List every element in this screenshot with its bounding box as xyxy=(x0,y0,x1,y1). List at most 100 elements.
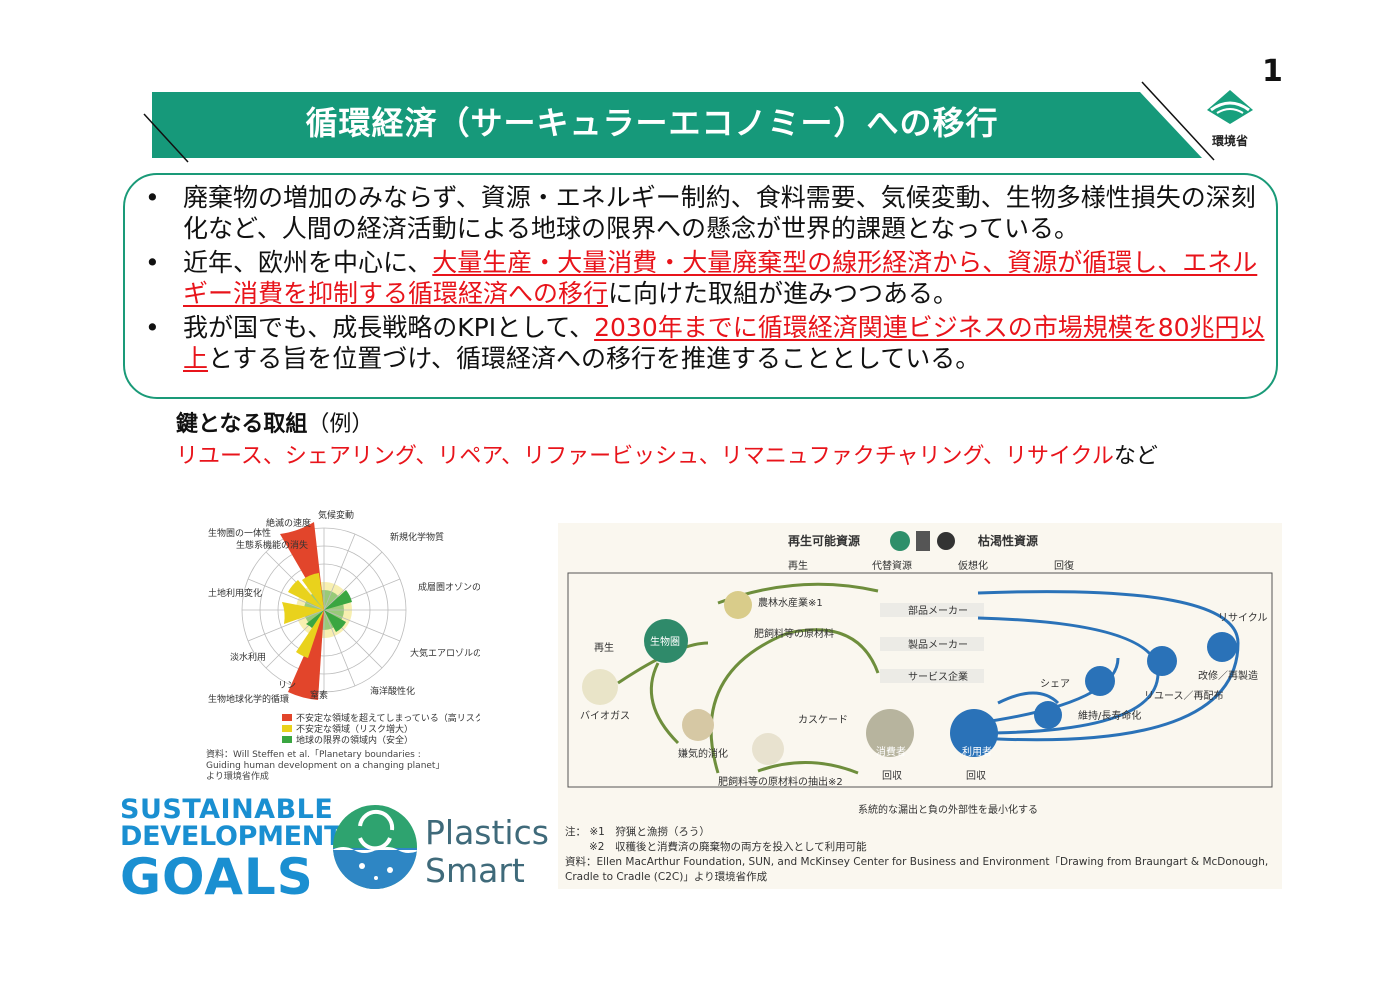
label-phosphorus: リン xyxy=(278,681,296,691)
renewable-icon xyxy=(890,531,910,551)
bullet-symbol: • xyxy=(145,183,160,212)
label-freshwater: 淡水利用 xyxy=(230,651,266,663)
regeneration-label: 再生 xyxy=(594,641,614,654)
cascade-label: カスケード xyxy=(798,714,848,726)
parts-maker-box xyxy=(880,603,984,617)
recycle-label: リサイクル xyxy=(1218,612,1268,624)
label-functional: 生態系機能の消失 xyxy=(236,539,308,551)
planetary-boundaries-figure: 気候変動 新規化学物質 成層圏オゾンの破壊 大気エアロゾルの負荷 海洋酸性化 窒… xyxy=(208,509,480,746)
bullet-text: 我が国でも、成長戦略のKPIとして、 xyxy=(183,313,595,342)
boundary-rose xyxy=(241,522,407,700)
note-label: 注： xyxy=(565,826,586,838)
wedge-land xyxy=(282,602,324,624)
sdg-line3: GOALS xyxy=(120,848,314,906)
sdg-line1: SUSTAINABLE xyxy=(120,794,334,825)
biosphere-icon xyxy=(644,619,688,663)
ministry-logo: 環境省 xyxy=(1195,88,1265,152)
label-genetic: 絶滅の速度 xyxy=(266,517,311,529)
wedge-functional xyxy=(288,580,324,610)
sdg-logo: SUSTAINABLE DEVELOPMENT GOALS xyxy=(120,794,343,906)
farming-label: 農林水産業※1 xyxy=(758,596,823,609)
logo-label: 環境省 xyxy=(1211,134,1248,148)
col-recover: 回復 xyxy=(1054,559,1074,572)
biogas-label: バイオガス xyxy=(580,710,630,722)
col-virtual: 仮想化 xyxy=(958,559,988,572)
user-icon xyxy=(950,709,998,757)
legend-safe: 地球の限界の領域内（安全） xyxy=(296,734,413,746)
label-ocean: 海洋酸性化 xyxy=(370,685,415,697)
mining-icon xyxy=(937,532,955,550)
bullet-text: 近年、欧州を中心に、 xyxy=(183,248,433,277)
farming-icon xyxy=(724,591,752,619)
label-nitrogen: 窒素 xyxy=(310,689,328,701)
reuse-icon xyxy=(1147,646,1177,676)
reuse-label: リユース／再配布 xyxy=(1144,690,1224,702)
plastics-line2: Smart xyxy=(425,851,525,890)
bullet-text-end: に向けた取組が進みつつある。 xyxy=(608,279,959,308)
product-maker: 製品メーカー xyxy=(908,638,968,651)
collect-label-1: 回収 xyxy=(882,770,902,782)
maintain-label: 維持/長寿命化 xyxy=(1078,709,1141,722)
bullet-text: 廃棄物の増加のみならず、資源・エネルギー制約、食料需要、気候変動、生物多様性損失… xyxy=(183,183,1256,243)
wedge-phosphorus xyxy=(296,610,324,658)
butterfly-diagram-graphic: 再生可能資源 枯渇性資源 再生 代替資源 仮想化 回復 部品メーカー 製品メーカ… xyxy=(567,531,1273,816)
extraction-icon xyxy=(752,733,784,765)
ministry-logo-icon xyxy=(1207,90,1253,124)
diagram-source: 資料：Ellen MacArthur Foundation, SUN, and … xyxy=(565,856,1269,883)
product-maker-box xyxy=(880,637,984,651)
label-ozone: 成層圏オゾンの破壊 xyxy=(418,581,480,593)
page-number: 1 xyxy=(1262,54,1283,89)
wedge-freshwater xyxy=(306,610,324,628)
label-novel: 新規化学物質 xyxy=(390,531,444,543)
circular-economy-diagram xyxy=(558,523,1282,889)
bullet-symbol: • xyxy=(145,248,160,277)
wedge-ozone xyxy=(324,590,352,610)
key-title-suffix: （例） xyxy=(307,412,374,437)
sdg-line2: DEVELOPMENT xyxy=(120,821,343,852)
note-2: ※2 収穫後と消費済の廃棄物の両方を投入として利用可能 xyxy=(589,841,867,853)
finite-icon xyxy=(916,531,930,551)
biogas-icon xyxy=(582,669,618,705)
service-company-box xyxy=(880,669,984,683)
key-initiatives-list: リユース、シェアリング、リペア、リファービッシュ、リマニュファクチャリング、リサ… xyxy=(176,438,1158,470)
extraction-label: 肥飼料等の原材料の抽出※2 xyxy=(718,775,843,788)
finite-label: 枯渇性資源 xyxy=(978,533,1038,548)
anaerobic-icon xyxy=(682,709,714,741)
recycle-icon xyxy=(1207,632,1237,662)
col-substitute: 代替資源 xyxy=(872,559,912,572)
parts-maker: 部品メーカー xyxy=(908,604,968,617)
bullet-item-2: • 近年、欧州を中心に、大量生産・大量消費・大量廃棄型の線形経済から、資源が循環… xyxy=(145,247,1270,309)
user-label: 利用者 xyxy=(962,746,992,758)
wedge-ocean xyxy=(324,610,346,632)
title-band xyxy=(143,81,1215,163)
bullet-item-1: • 廃棄物の増加のみならず、資源・エネルギー制約、食料需要、気候変動、生物多様性… xyxy=(145,182,1270,244)
share-icon xyxy=(1034,701,1062,729)
collect-label-2: 回収 xyxy=(966,770,986,782)
bullet-list: • 廃棄物の増加のみならず、資源・エネルギー制約、食料需要、気候変動、生物多様性… xyxy=(145,182,1270,377)
plastics-line1: Plastics xyxy=(425,813,549,852)
bullet-item-3: • 我が国でも、成長戦略のKPIとして、2030年までに循環経済関連ビジネスの市… xyxy=(145,312,1270,374)
refurb-label: 改修／再製造 xyxy=(1198,669,1258,682)
label-biosphere: 生物圏の一体性 xyxy=(208,527,271,539)
note-1: ※1 狩猟と漁撈（ろう） xyxy=(589,826,710,838)
label-biogeo: 生物地球化学的循環 xyxy=(208,693,289,705)
bullet-text-end: とする旨を位置づけ、循環経済への移行を推進することとしている。 xyxy=(208,344,981,373)
legend-high-risk: 不安定な領域を超えてしまっている（高リスク） xyxy=(296,712,480,724)
label-climate: 気候変動 xyxy=(318,509,354,521)
share-label: シェア xyxy=(1040,679,1070,690)
summary-box xyxy=(123,173,1278,399)
page-title: 循環経済（サーキュラーエコノミー）への移行 xyxy=(305,104,999,142)
key-suffix: など xyxy=(1113,444,1158,469)
service-company: サービス企業 xyxy=(908,670,968,683)
label-aerosol: 大気エアロゾルの負荷 xyxy=(410,647,480,659)
minimize-label: 系統的な漏出と負の外部性を最小化する xyxy=(858,803,1038,816)
bullet-symbol: • xyxy=(145,313,160,342)
label-land: 土地利用変化 xyxy=(208,587,262,599)
col-regen: 再生 xyxy=(788,559,808,572)
plastics-smart-icon xyxy=(333,805,417,889)
figure-legend: 不安定な領域を超えてしまっている（高リスク） 不安定な領域（リスク増大） 地球の… xyxy=(282,712,480,746)
key-items: リユース、シェアリング、リペア、リファービッシュ、リマニュファクチャリング、リサ… xyxy=(176,444,1114,469)
biosphere-label: 生物圏 xyxy=(650,635,680,648)
maintain-icon xyxy=(1085,666,1115,696)
key-initiatives-title: 鍵となる取組（例） xyxy=(176,406,373,438)
